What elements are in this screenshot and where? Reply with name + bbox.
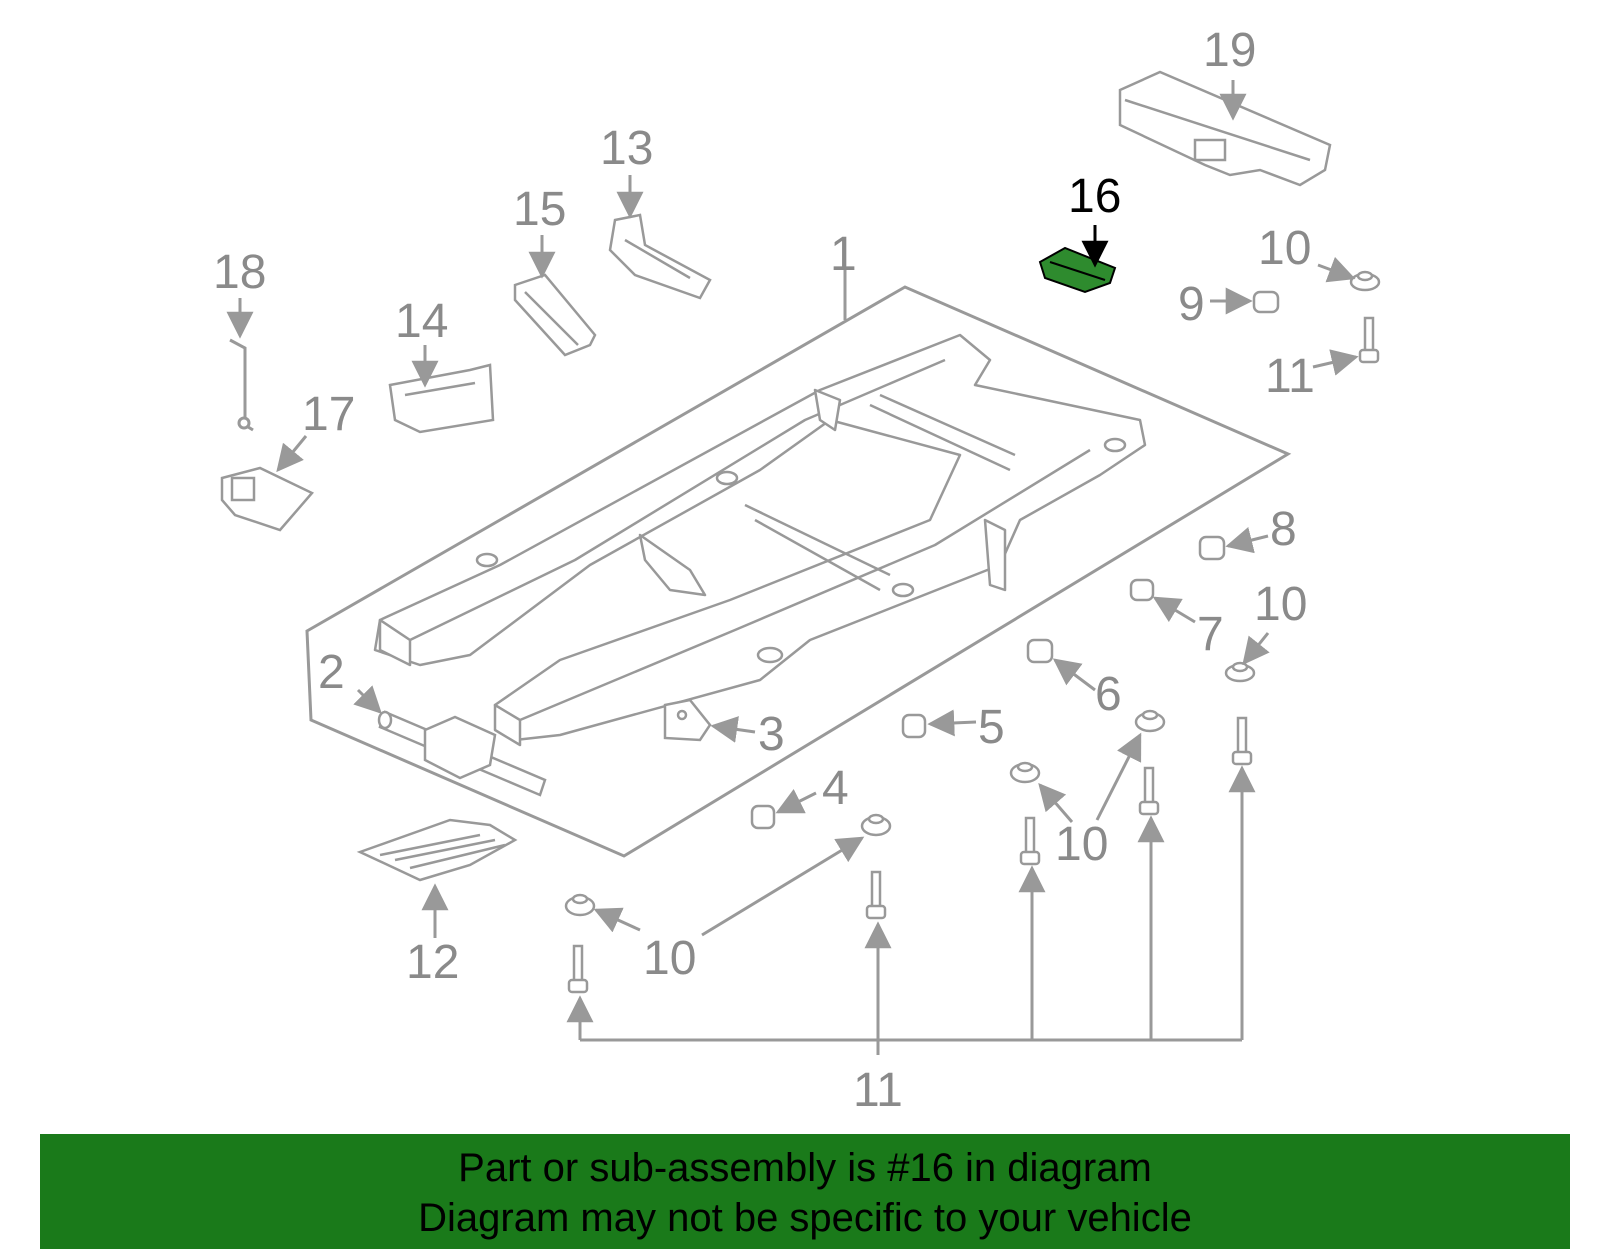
callout-11-bottom: 11 — [853, 1064, 903, 1117]
callout-19: 19 — [1203, 24, 1256, 77]
frame-assembly — [373, 333, 1147, 747]
callout-5: 5 — [978, 701, 1005, 754]
nut-10-mid — [1134, 709, 1166, 733]
callout-2: 2 — [318, 646, 345, 699]
banner-line-1: Part or sub-assembly is #16 in diagram — [458, 1146, 1152, 1190]
callout-1: 1 — [830, 228, 857, 281]
bushing-9 — [1252, 290, 1280, 314]
nut-10-center — [860, 813, 892, 837]
callout-15: 15 — [513, 183, 566, 236]
part-17-mount — [220, 466, 315, 532]
bushing-4 — [750, 804, 776, 830]
callout-8: 8 — [1270, 503, 1297, 556]
nut-10-left — [564, 893, 596, 917]
part-15-bracket — [513, 273, 597, 357]
callout-16-highlighted: 16 — [1068, 170, 1121, 223]
bolt-11-c — [1019, 816, 1041, 866]
callout-10-mid: 10 — [1055, 818, 1108, 871]
callout-3: 3 — [758, 708, 785, 761]
callout-10-left: 10 — [643, 932, 696, 985]
callout-13: 13 — [600, 122, 653, 175]
callout-10-right: 10 — [1254, 578, 1307, 631]
callout-17: 17 — [302, 388, 355, 441]
frame-panel — [305, 285, 1292, 858]
callout-12: 12 — [406, 936, 459, 989]
nut-10-low — [1009, 761, 1041, 784]
bushing-8 — [1198, 535, 1226, 561]
part-18-rod — [229, 338, 254, 432]
callout-7: 7 — [1197, 608, 1224, 661]
bolt-11-d — [1138, 766, 1160, 816]
part-19-crossmember — [1118, 70, 1332, 187]
bolt-11-top — [1358, 316, 1380, 364]
callout-10-top: 10 — [1258, 222, 1311, 275]
callout-6: 6 — [1095, 668, 1122, 721]
bushing-6 — [1026, 638, 1054, 664]
bushing-5 — [901, 713, 927, 739]
nut-10-right — [1224, 661, 1256, 683]
callout-9: 9 — [1178, 278, 1205, 331]
fasteners — [564, 270, 1381, 994]
nut-10-top — [1349, 270, 1381, 292]
info-banner: Part or sub-assembly is #16 in diagram D… — [40, 1134, 1570, 1249]
leader-lines — [226, 80, 1359, 1055]
bolt-11-a — [567, 944, 589, 994]
part-12-skid-plate — [356, 818, 518, 882]
part-16-highlighted[interactable] — [1038, 246, 1117, 294]
part-13-bracket — [608, 213, 712, 300]
bushing-7 — [1129, 578, 1155, 602]
callout-14: 14 — [395, 295, 448, 348]
part-2-crossmember-shaft — [377, 710, 547, 797]
part-3-bracket — [663, 698, 712, 742]
callout-4: 4 — [822, 762, 849, 815]
banner-line-2: Diagram may not be specific to your vehi… — [418, 1196, 1192, 1240]
callout-11-top: 11 — [1265, 350, 1315, 403]
callout-18: 18 — [213, 246, 266, 299]
bolt-11-e — [1231, 716, 1253, 766]
bolt-11-b — [865, 870, 887, 920]
part-14-mount — [388, 363, 495, 434]
